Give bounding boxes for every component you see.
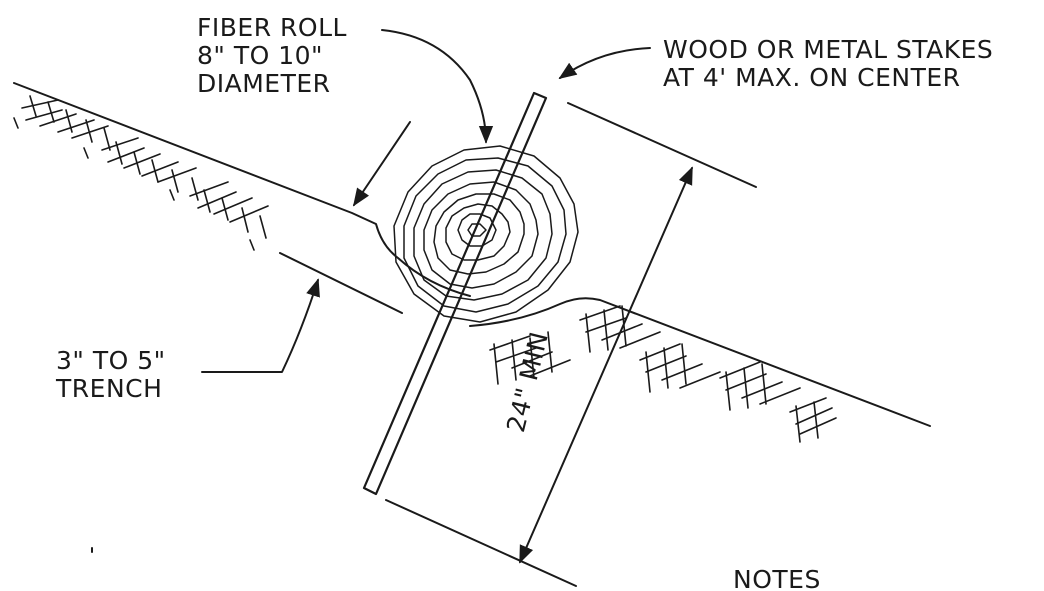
trench-label: 3" TO 5" TRENCH — [56, 347, 166, 403]
fiber-roll-coil — [393, 145, 579, 323]
roll-diameter-leader — [352, 121, 411, 207]
fiber-roll-label-line-1: FIBER ROLL — [197, 13, 347, 42]
dimension-extension-bottom — [385, 499, 577, 587]
fiber-roll-label: FIBER ROLL 8" TO 10" DIAMETER — [197, 14, 347, 98]
fiber-roll-leader — [381, 29, 494, 144]
trench-leader — [201, 278, 320, 373]
trench-bottom-line — [279, 252, 403, 314]
stakes-label: WOOD OR METAL STAKES AT 4' MAX. ON CENTE… — [663, 36, 993, 92]
fiber-roll-label-line-2: 8" TO 10" — [197, 41, 324, 70]
trench-label-line-2: TRENCH — [56, 374, 163, 403]
dimension-line-24-min — [519, 166, 693, 564]
ground-surface-line — [13, 82, 471, 297]
wooden-stake — [362, 91, 548, 496]
stakes-leader — [558, 47, 651, 80]
stakes-label-line-1: WOOD OR METAL STAKES — [663, 35, 994, 64]
dimension-extension-top — [567, 102, 757, 188]
notes-heading: NOTES — [733, 565, 821, 591]
trench-label-line-1: 3" TO 5" — [56, 346, 166, 375]
soil-hatching-upslope — [13, 95, 269, 251]
stakes-label-line-2: AT 4' MAX. ON CENTER — [663, 63, 961, 92]
fiber-roll-label-line-3: DIAMETER — [197, 69, 331, 98]
